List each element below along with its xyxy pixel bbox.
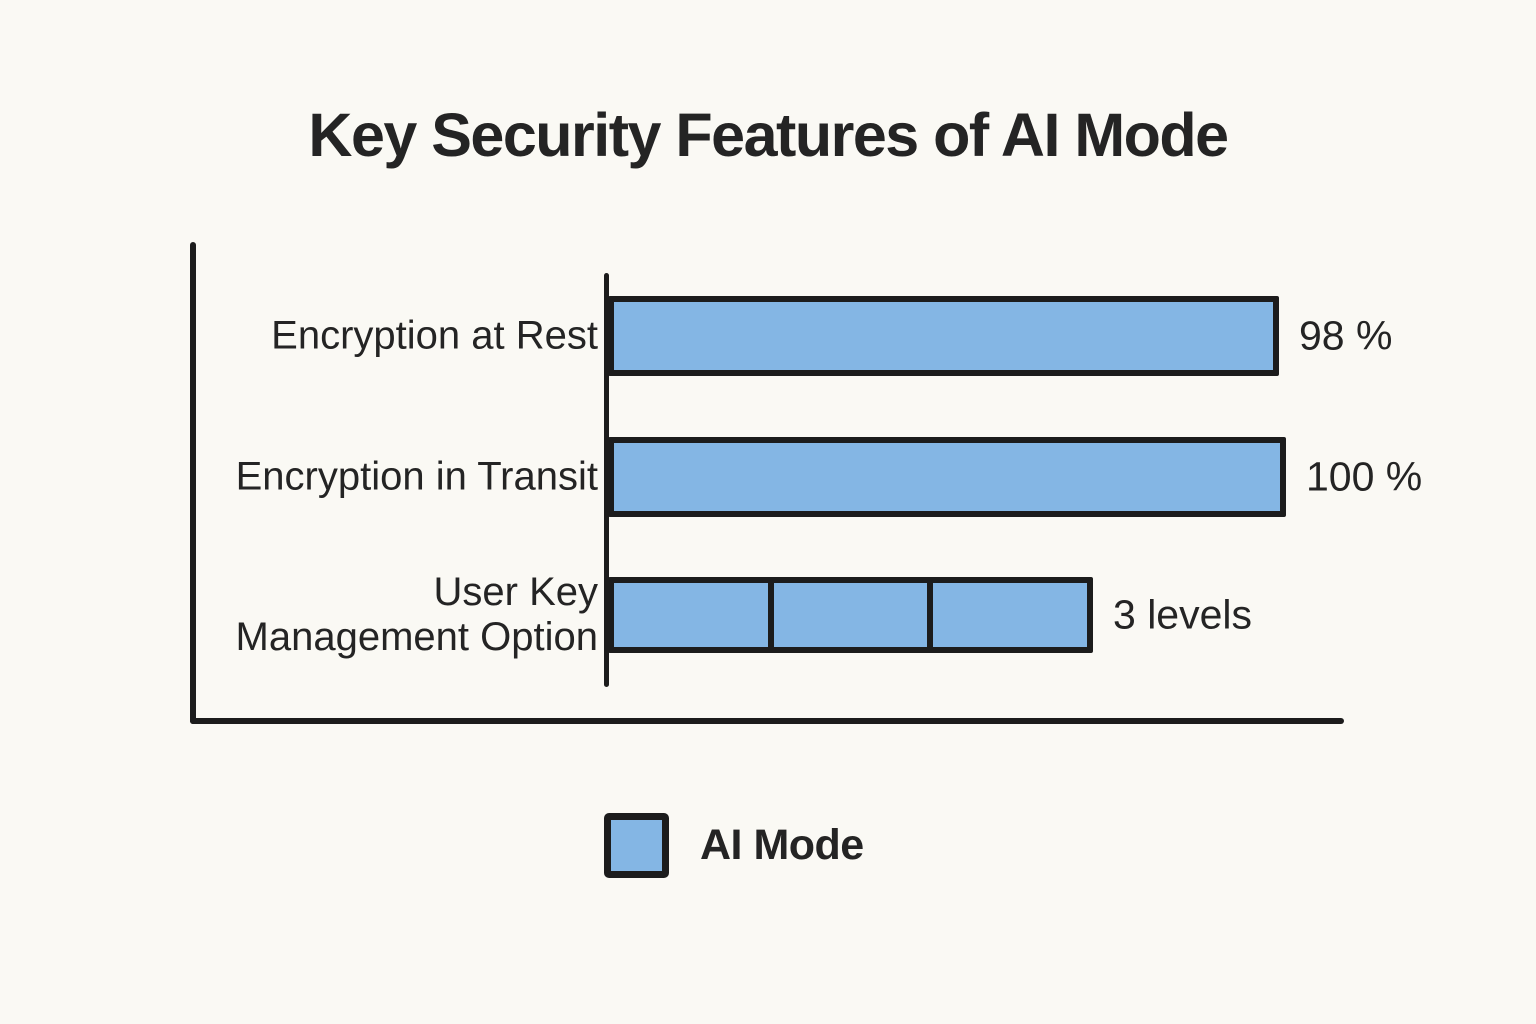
- category-label-text: Encryption at Rest: [271, 313, 598, 358]
- bar-row-user-key-management: User Key Management Option 3 levels: [0, 570, 1536, 659]
- chart-title: Key Security Features of AI Mode: [308, 101, 1229, 169]
- category-label-text: Encryption in Transit: [235, 454, 598, 499]
- value-label-encryption-at-rest: 98 %: [1299, 312, 1393, 359]
- category-label-user-key-management: User Key Management Option: [0, 570, 598, 660]
- category-label-text-line1: User Key: [433, 570, 599, 615]
- value-label-encryption-in-transit: 100 %: [1306, 453, 1423, 500]
- y-axis-line: [190, 242, 196, 724]
- bar-segment: [767, 583, 928, 647]
- bar-segment: [614, 302, 1273, 370]
- value-label-user-key-management: 3 levels: [1113, 591, 1253, 638]
- legend-swatch-ai-mode: [604, 813, 669, 878]
- bar-user-key-management: [608, 577, 1093, 653]
- legend-label-ai-mode: AI Mode: [700, 821, 864, 869]
- bar-encryption-in-transit: [608, 437, 1286, 517]
- category-label-text-line2: Management Option: [235, 615, 598, 659]
- bar-encryption-at-rest: [608, 296, 1279, 376]
- bar-segment: [614, 443, 1280, 511]
- category-label-encryption-at-rest: Encryption at Rest: [0, 314, 598, 359]
- bar-segment: [927, 583, 1087, 647]
- bar-row-encryption-at-rest: Encryption at Rest 98 %: [0, 296, 1536, 376]
- bar-baseline-tick: [604, 273, 609, 687]
- category-label-encryption-in-transit: Encryption in Transit: [0, 455, 598, 500]
- bar-segment: [614, 583, 768, 647]
- bar-row-encryption-in-transit: Encryption in Transit 100 %: [0, 437, 1536, 517]
- legend: AI Mode: [604, 813, 864, 878]
- x-axis-line: [190, 718, 1344, 724]
